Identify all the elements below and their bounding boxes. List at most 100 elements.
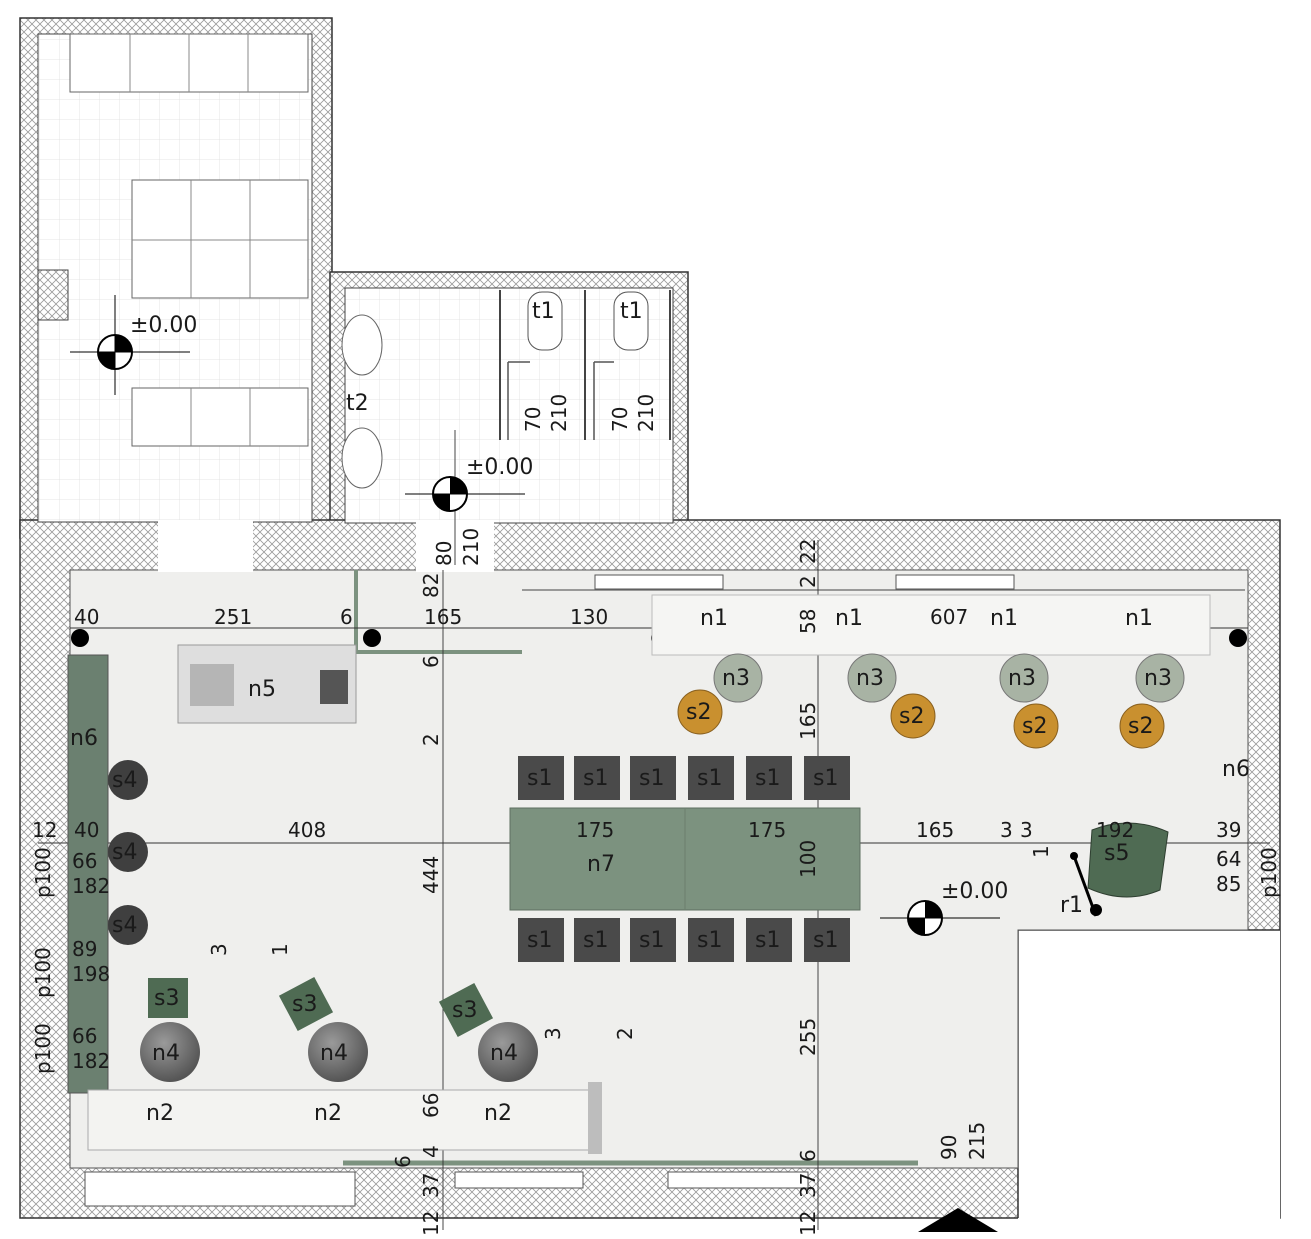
dim-text: 1 xyxy=(1029,845,1053,858)
stool-label: n3 xyxy=(856,666,884,691)
stool-label: n3 xyxy=(1144,666,1172,691)
room-label-washroom: t2 xyxy=(346,391,369,416)
dims-mid: 12 40 408 175 175 165 3 3 192 39 xyxy=(32,818,1241,842)
seat-s3-label: s3 xyxy=(292,992,317,1017)
dims-door: 82 80 210 xyxy=(419,528,483,598)
dim-text: 3 xyxy=(1020,818,1033,842)
stool-group-1: n3 s2 xyxy=(677,653,763,735)
counter-label: n1 xyxy=(990,606,1018,631)
counter-label: n1 xyxy=(700,606,728,631)
dim-text: 4 xyxy=(419,1145,443,1158)
dim-text: 165 xyxy=(424,605,462,629)
dim-text: 6 xyxy=(340,605,353,629)
dim-text: 85 xyxy=(1216,872,1241,896)
stool-label: n3 xyxy=(1008,666,1036,691)
counter-front: n1 n1 n1 n1 xyxy=(651,594,1211,656)
dim-text: p100 xyxy=(31,947,55,998)
chairs-bottom: s1 s1 s1 s1 s1 s1 xyxy=(518,918,850,962)
dim-text: 255 xyxy=(796,1018,820,1056)
stool-group-2: n3 s2 xyxy=(847,653,936,739)
dim-text: 192 xyxy=(1096,818,1134,842)
dim-text: 37 xyxy=(419,1173,443,1198)
dim-text: 64 xyxy=(1216,847,1241,871)
chair-label: s1 xyxy=(583,928,608,953)
dim-text: 210 xyxy=(547,394,571,432)
dim-text: 130 xyxy=(570,605,608,629)
dim-text: 100 xyxy=(796,840,820,878)
level-marker-main: ±0.00 xyxy=(70,295,197,395)
dims-vertical-left: 6 2 444 66 4 6 37 12 xyxy=(391,655,443,1236)
dim-text: 210 xyxy=(459,528,483,566)
level-label-restroom: ±0.00 xyxy=(466,455,533,480)
seat-label: s2 xyxy=(686,700,711,725)
seat-label: s2 xyxy=(1022,714,1047,739)
chair-label: s1 xyxy=(639,766,664,791)
chair-label: s1 xyxy=(527,766,552,791)
table-n4-label: n4 xyxy=(152,1041,180,1066)
table-n4-label: n4 xyxy=(490,1041,518,1066)
chair-label: s1 xyxy=(583,766,608,791)
dim-text: 58 xyxy=(796,609,820,634)
seating-1: s3 n4 xyxy=(140,978,200,1082)
chair-label: s1 xyxy=(755,766,780,791)
dim-text: 89 xyxy=(72,937,97,961)
dim-text: 165 xyxy=(796,702,820,740)
table-n4-label: n4 xyxy=(320,1041,348,1066)
armchair: s5 xyxy=(1087,822,1169,898)
seat-label: s2 xyxy=(899,704,924,729)
dim-text: 90 xyxy=(937,1135,961,1160)
bench-label: n2 xyxy=(484,1101,512,1126)
dim-text: 12 xyxy=(32,818,57,842)
dim-text: 182 xyxy=(72,874,110,898)
chair-label: s1 xyxy=(527,928,552,953)
table-label: n7 xyxy=(587,852,615,877)
dim-text: 408 xyxy=(288,818,326,842)
dim-text: 251 xyxy=(214,605,252,629)
chair-label: s1 xyxy=(813,928,838,953)
dim-text: 70 xyxy=(521,407,545,432)
level-marker-hall: ±0.00 xyxy=(880,879,1008,936)
big-table: n7 xyxy=(509,807,861,911)
seat-s3-label: s3 xyxy=(154,986,179,1011)
chair-label: s1 xyxy=(755,928,780,953)
floor-lamp: r1 xyxy=(1060,852,1102,918)
bench-label: n6 xyxy=(70,726,98,751)
dim-text: 3 xyxy=(1000,818,1013,842)
dim-text: 215 xyxy=(965,1122,989,1160)
dim-text: 2 xyxy=(613,1027,637,1040)
dims-left: 66 182 89 198 66 182 p100 p100 p100 xyxy=(31,847,110,1074)
dims-vertical-mid: 22 2 165 100 255 6 37 12 xyxy=(796,539,820,1236)
unit-n5: n5 xyxy=(177,644,357,724)
chair-label: s1 xyxy=(813,766,838,791)
chairs-top: s1 s1 s1 s1 s1 s1 xyxy=(518,756,850,800)
dim-text: 70 xyxy=(608,407,632,432)
stool-group-4: n3 s2 xyxy=(1119,653,1185,749)
dim-text: 2 xyxy=(796,575,820,588)
seating-3: s3 n4 xyxy=(438,982,538,1082)
wall-bench-right-label: n6 xyxy=(1222,757,1250,782)
dim-text: 182 xyxy=(72,1049,110,1073)
counter-label: n1 xyxy=(1125,606,1153,631)
dim-text: 3 xyxy=(541,1027,565,1040)
entrance-arrow-icon xyxy=(918,1208,998,1232)
dim-text: 210 xyxy=(634,394,658,432)
dim-text: 40 xyxy=(74,605,99,629)
dim-text: 12 xyxy=(796,1211,820,1236)
dim-text: 6 xyxy=(796,1149,820,1162)
seat-label: s2 xyxy=(1128,714,1153,739)
restroom xyxy=(341,287,674,524)
dims-toilets: 70 210 70 210 xyxy=(521,394,658,432)
level-marker-restroom: ±0.00 xyxy=(405,455,533,512)
dim-text: p100 xyxy=(31,1023,55,1074)
counter-label: n1 xyxy=(835,606,863,631)
dim-text: 39 xyxy=(1216,818,1241,842)
left-room xyxy=(37,33,313,523)
dim-text: 40 xyxy=(74,818,99,842)
dim-text: 12 xyxy=(419,1211,443,1236)
dims-right: 64 85 p100 xyxy=(1216,847,1281,898)
dim-text: 66 xyxy=(72,1024,97,1048)
stool-group-3: n3 s2 xyxy=(999,653,1059,749)
dim-text: 66 xyxy=(419,1093,443,1118)
dim-text: 80 xyxy=(432,541,456,566)
